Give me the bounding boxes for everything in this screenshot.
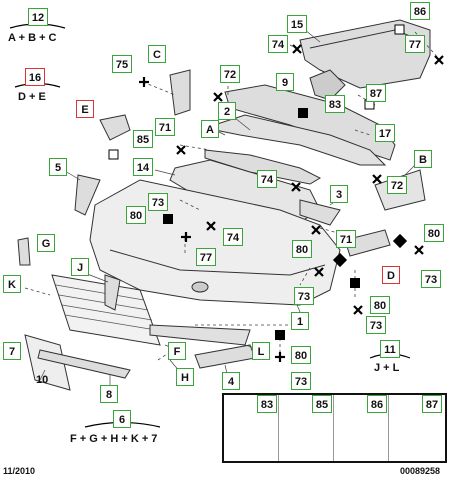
label-a: A (201, 120, 219, 138)
bracket-c (169, 69, 191, 116)
label-73-d: 73 (291, 372, 311, 390)
label-l: L (252, 342, 270, 360)
label-77-a: 77 (405, 35, 425, 53)
label-83: 83 (325, 95, 345, 113)
label-85: 85 (133, 130, 153, 148)
footer-reference: 00089258 (400, 466, 441, 476)
formula-6: F + G + H + K + 7 (70, 433, 158, 445)
label-80-c: 80 (292, 240, 312, 258)
absorber-a (203, 114, 387, 166)
legend-cell-83: 83 (224, 395, 279, 461)
label-11: 11 (380, 340, 400, 358)
label-17: 17 (375, 124, 395, 142)
label-71-b: 71 (336, 230, 356, 248)
label-3: 3 (330, 185, 348, 203)
emblem-mount (191, 281, 209, 293)
label-80-d: 80 (370, 296, 390, 314)
label-h: H (176, 368, 194, 386)
clip-marks (163, 108, 408, 340)
legend-cell-86: 86 (334, 395, 389, 461)
label-1: 1 (291, 312, 309, 330)
legend-label-83: 83 (257, 395, 277, 413)
label-b: B (414, 150, 432, 168)
label-16: 16 (25, 68, 45, 86)
crossbar-2 (224, 84, 396, 161)
label-15: 15 (287, 15, 307, 33)
label-74-b: 74 (257, 170, 277, 188)
bracket-e (99, 114, 131, 141)
lower-grille-10 (24, 334, 71, 391)
label-74-a: 74 (268, 35, 288, 53)
label-73-a: 73 (148, 193, 168, 211)
label-k: K (3, 275, 21, 293)
part-5 (74, 174, 101, 216)
formula-11: J + L (374, 362, 400, 374)
label-5: 5 (49, 158, 67, 176)
bracket-d (344, 229, 391, 257)
label-86: 86 (410, 2, 430, 20)
legend-label-85: 85 (312, 395, 332, 413)
label-6: 6 (113, 410, 131, 428)
label-4: 4 (222, 372, 240, 390)
label-72-a: 72 (220, 65, 240, 83)
label-14: 14 (133, 158, 153, 176)
label-80-a: 80 (126, 206, 146, 224)
label-12: 12 (28, 8, 48, 26)
bumper-crease (109, 249, 326, 276)
label-73-e: 73 (366, 316, 386, 334)
part-9 (309, 69, 346, 101)
label-g: G (37, 234, 55, 252)
label-80-e: 80 (291, 346, 311, 364)
screw-marks (139, 44, 444, 362)
label-2: 2 (218, 102, 236, 120)
label-j: J (71, 258, 89, 276)
legend-label-86: 86 (367, 395, 387, 413)
label-7: 7 (3, 342, 21, 360)
fastener-legend: 83 85 86 87 (222, 393, 447, 463)
strip-8 (37, 349, 131, 379)
label-9: 9 (276, 73, 294, 91)
label-77-b: 77 (196, 248, 216, 266)
part-j (104, 274, 121, 311)
label-71-a: 71 (155, 118, 175, 136)
label-f: F (168, 342, 186, 360)
label-80-b: 80 (424, 224, 444, 242)
label-10: 10 (36, 374, 49, 386)
label-8: 8 (100, 385, 118, 403)
legend-cell-85: 85 (279, 395, 334, 461)
label-73-c: 73 (294, 287, 314, 305)
footer-date: 11/2010 (3, 466, 36, 476)
part-3 (299, 199, 341, 226)
label-73-b: 73 (421, 270, 441, 288)
label-72-b: 72 (387, 176, 407, 194)
part-g (17, 237, 31, 266)
grille-lines (55, 284, 157, 331)
label-74-c: 74 (223, 228, 243, 246)
legend-label-87: 87 (422, 395, 442, 413)
part-4 (194, 344, 256, 369)
strip-l (149, 324, 251, 346)
label-e: E (76, 100, 94, 118)
legend-cell-87: 87 (389, 395, 444, 461)
strip-71 (204, 149, 322, 185)
label-c: C (148, 45, 166, 63)
label-75: 75 (112, 55, 132, 73)
formula-16: D + E (18, 91, 46, 103)
label-87: 87 (366, 84, 386, 102)
formula-12: A + B + C (8, 32, 57, 44)
bumper-cover-1 (89, 179, 341, 306)
label-d: D (382, 266, 400, 284)
